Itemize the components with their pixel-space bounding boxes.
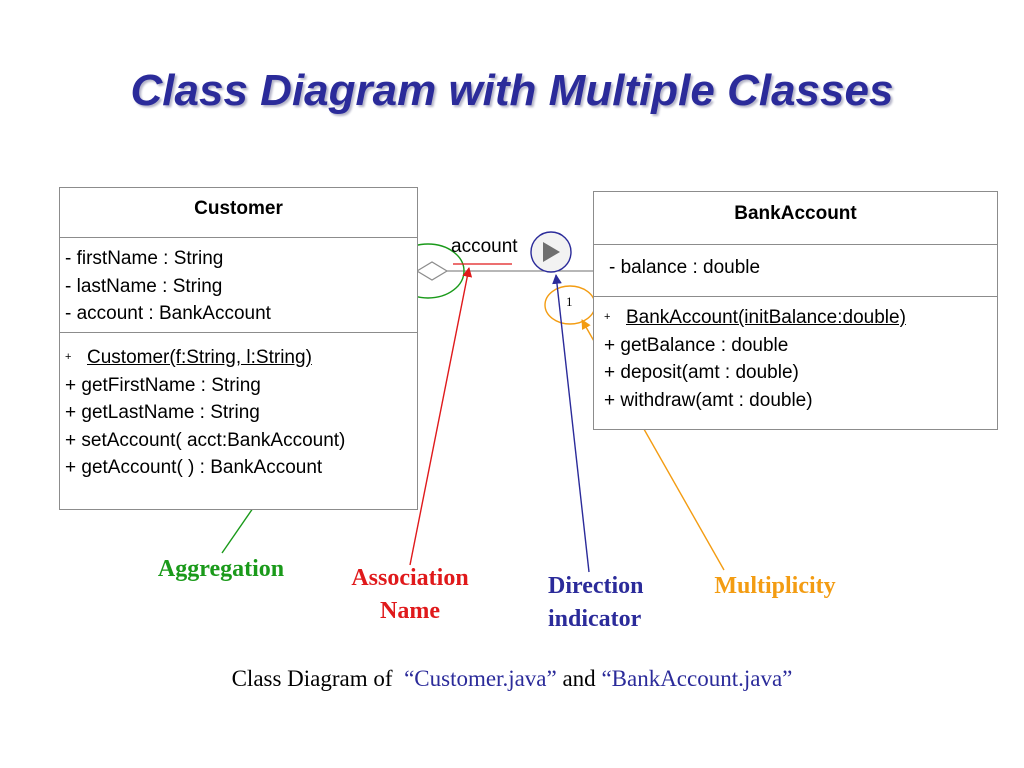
association-label-line2: Name — [380, 598, 440, 624]
bankaccount-operation: + withdraw(amt : double) — [604, 389, 813, 411]
bankaccount-constructor: + BankAccount(initBalance:double) — [604, 304, 997, 332]
association-name-label: Association Name — [330, 562, 490, 628]
slide-caption: Class Diagram of “Customer.java” and “Ba… — [0, 666, 1024, 692]
bankaccount-constructor-signature: BankAccount(initBalance:double) — [626, 307, 906, 328]
caption-and: and — [562, 666, 596, 691]
direction-indicator-triangle — [543, 242, 560, 262]
multiplicity-value: 1 — [566, 294, 573, 309]
bankaccount-attribute: - balance : double — [609, 257, 761, 278]
caption-file-bankaccount: “BankAccount.java” — [601, 666, 793, 691]
direction-label-line1: Direction — [548, 573, 644, 599]
customer-operation: + getFirstName : String — [65, 374, 261, 396]
bankaccount-class-name: BankAccount — [594, 192, 997, 245]
customer-constructor: + Customer(f:String, l:String) — [65, 344, 417, 372]
customer-constructor-signature: Customer(f:String, l:String) — [87, 347, 312, 368]
visibility-marker: + — [604, 311, 611, 324]
customer-attributes: - firstName : String - lastName : String… — [60, 238, 417, 333]
aggregation-diamond — [415, 261, 449, 281]
aggregation-label: Aggregation — [157, 556, 285, 582]
customer-class-name: Customer — [60, 188, 417, 238]
customer-class-box: Customer - firstName : String - lastName… — [59, 187, 418, 510]
slide-title: Class Diagram with Multiple Classes — [130, 66, 894, 115]
direction-pointer-arrow — [552, 274, 590, 573]
customer-operation: + setAccount( acct:BankAccount) — [65, 429, 346, 451]
bankaccount-attributes: - balance : double — [594, 245, 997, 297]
bankaccount-class-box: BankAccount - balance : double + BankAcco… — [593, 191, 998, 430]
direction-label-line2: indicator — [548, 606, 642, 632]
customer-attribute: - firstName : String — [65, 248, 224, 269]
customer-attribute: - lastName : String — [65, 275, 223, 297]
caption-prefix: Class Diagram of — [231, 666, 393, 691]
customer-operation: + getAccount( ) : BankAccount — [65, 457, 323, 479]
direction-indicator-label: Direction indicator — [530, 570, 670, 636]
bankaccount-operation: + getBalance : double — [604, 334, 789, 356]
multiplicity-label: Multiplicity — [714, 573, 836, 599]
association-label-line1: Association — [351, 565, 469, 591]
bankaccount-operations: + BankAccount(initBalance:double) + getBa… — [594, 297, 997, 414]
customer-operations: + Customer(f:String, l:String) + getFirst… — [60, 333, 417, 482]
association-pointer-arrow — [409, 267, 473, 566]
caption-file-customer: “Customer.java” — [404, 666, 557, 691]
customer-attribute: - account : BankAccount — [65, 303, 271, 324]
bankaccount-operation: + deposit(amt : double) — [604, 362, 799, 384]
visibility-marker: + — [65, 351, 72, 364]
customer-operation: + getLastName : String — [65, 402, 260, 424]
association-name: account — [451, 236, 518, 257]
